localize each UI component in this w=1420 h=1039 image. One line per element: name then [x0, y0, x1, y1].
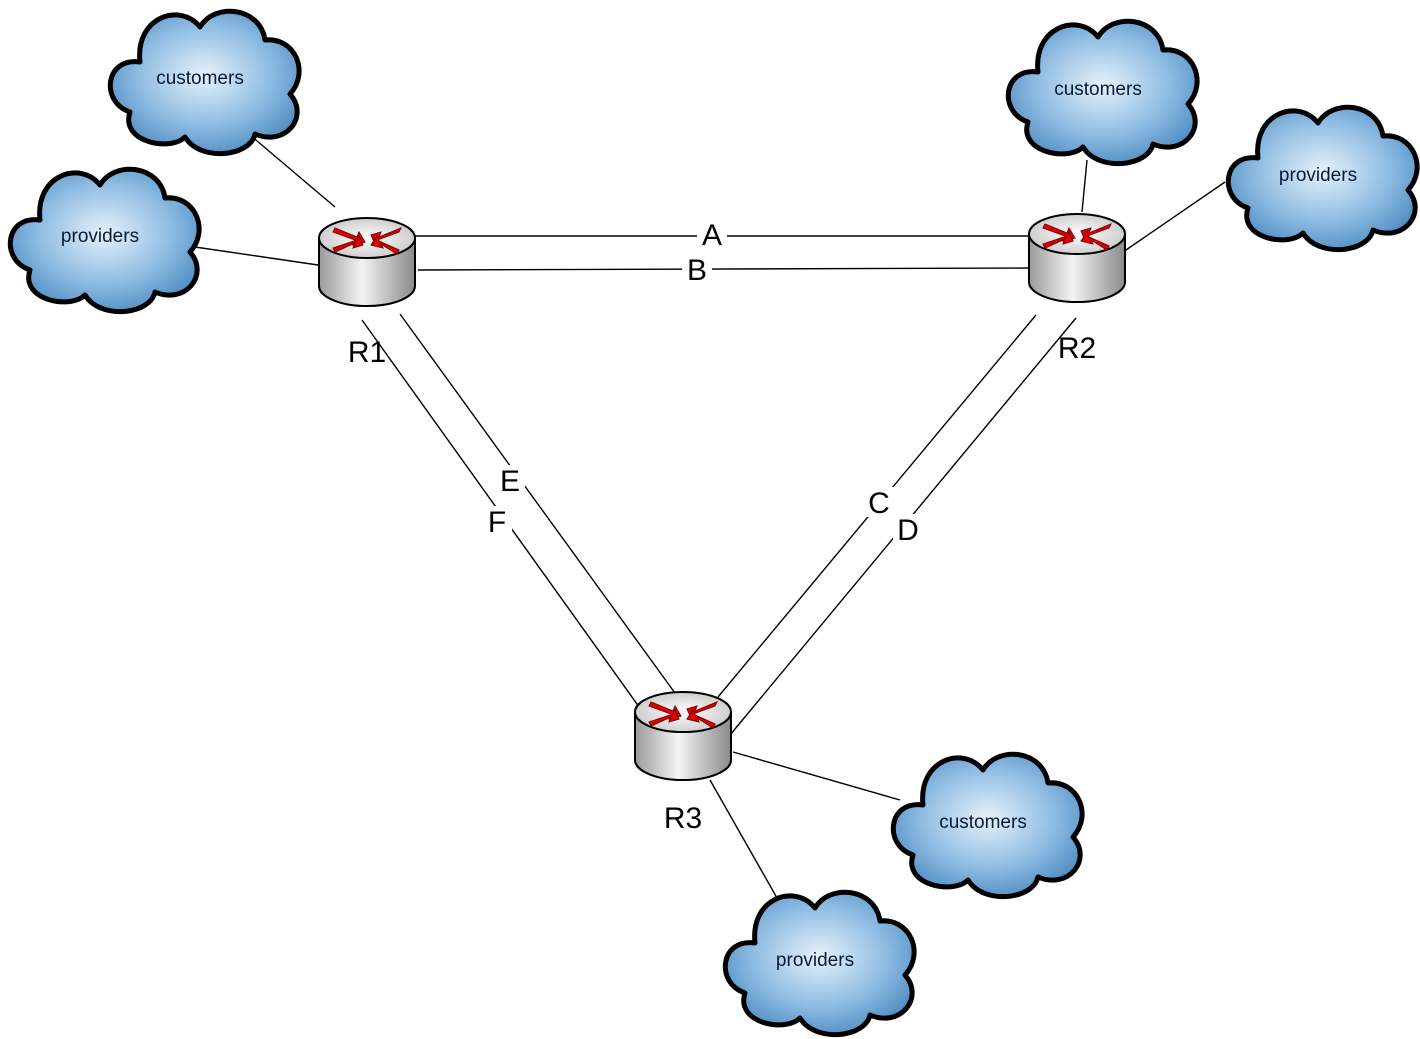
cloud-r1-customers: customers: [110, 11, 299, 153]
cloud-r1-providers: providers: [10, 169, 199, 311]
link-a-label: A: [702, 219, 722, 252]
router-r3: R3: [634, 691, 732, 835]
router-label: R1: [348, 336, 386, 369]
cloud-link-r1-providers: [194, 246, 319, 266]
router-label: R3: [664, 802, 702, 835]
cloud-link-r3-providers: [709, 779, 786, 913]
cloud-r3-customers: customers: [893, 754, 1082, 896]
link-c-label: C: [868, 487, 890, 520]
cloud-label: providers: [61, 226, 139, 247]
router-arrows-icon: [648, 701, 719, 729]
cloud-link-r2-customers: [1081, 159, 1088, 213]
link-f-label: F: [488, 506, 506, 539]
cloud-label: customers: [156, 68, 244, 89]
router-arrows-icon: [332, 227, 403, 255]
cloud-r2-providers: providers: [1228, 107, 1417, 249]
link-e-line: [399, 313, 681, 701]
cloud-label: customers: [1054, 79, 1142, 100]
router-r1: R1: [318, 217, 416, 369]
router-label: R2: [1058, 332, 1096, 365]
cloud-link-r3-customers: [732, 751, 901, 801]
cloud-r2-customers: customers: [1008, 21, 1197, 163]
router-arrows-icon: [1042, 223, 1113, 251]
router-r2: R2: [1028, 213, 1126, 365]
cloud-label: customers: [939, 812, 1027, 833]
link-labels: A B C D E F: [482, 219, 923, 547]
cloud-r3-providers: providers: [725, 892, 914, 1034]
link-d-label: D: [897, 514, 919, 547]
cloud-link-r2-providers: [1125, 181, 1226, 251]
link-e-label: E: [500, 465, 520, 498]
cloud-links: [194, 134, 1226, 913]
router-links: [361, 235, 1077, 736]
cloud-label: providers: [1279, 165, 1357, 186]
link-b-line: [417, 267, 1031, 271]
cloud-label: providers: [776, 950, 854, 971]
link-b-label: B: [687, 254, 707, 287]
cloud-link-r1-customers: [249, 134, 336, 208]
